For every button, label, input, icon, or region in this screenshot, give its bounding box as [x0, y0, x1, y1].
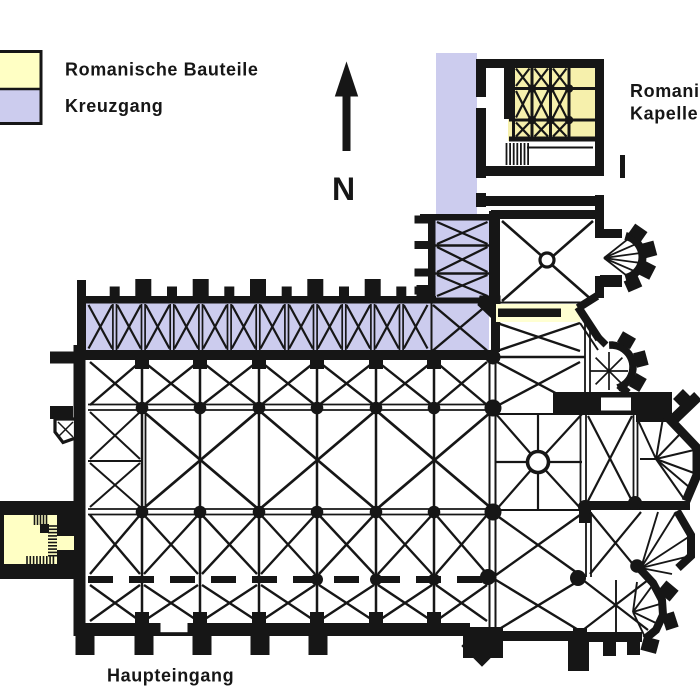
svg-text:N: N	[332, 171, 355, 207]
svg-text:Romanische: Romanische	[630, 81, 700, 101]
svg-text:Kreuzgang: Kreuzgang	[65, 96, 163, 116]
svg-text:Haupteingang: Haupteingang	[107, 666, 234, 686]
svg-text:Romanische Bauteile: Romanische Bauteile	[65, 60, 258, 80]
svg-text:Kapelle: Kapelle	[630, 104, 698, 124]
